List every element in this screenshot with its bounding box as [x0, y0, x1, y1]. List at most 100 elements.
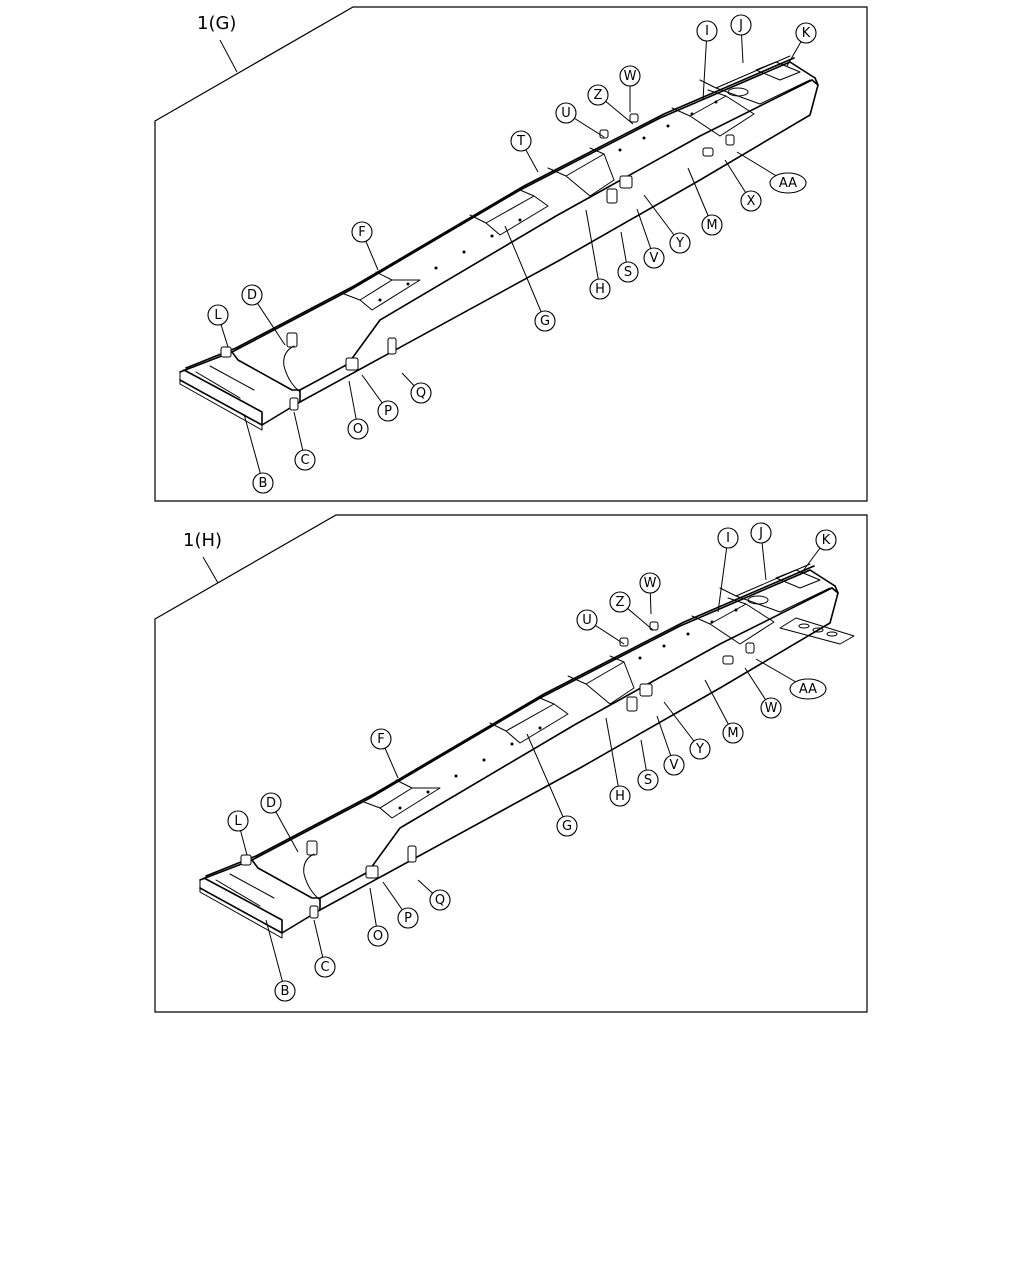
callout-bubble: [370, 728, 392, 750]
callout-t: T: [510, 130, 539, 173]
callout-bubble: [740, 190, 762, 212]
callout-label: L: [234, 814, 242, 829]
callout-bubble: [750, 522, 772, 544]
callout-bubble: [795, 22, 817, 44]
callout-label: G: [540, 314, 550, 329]
callout-bubble: [556, 815, 578, 837]
callout-bubble: [351, 221, 373, 243]
callout-label: Y: [695, 742, 704, 757]
callout-label: B: [281, 984, 290, 999]
callout-bubble: [252, 472, 274, 494]
callout-bubble: [617, 261, 639, 283]
callout-bubble: [367, 925, 389, 947]
callout-label: H: [615, 789, 625, 804]
callout-bubble: [637, 769, 659, 791]
callout-z: Z: [609, 591, 654, 631]
callout-label: J: [758, 526, 763, 541]
callout-l: L: [227, 810, 249, 856]
callout-c: C: [313, 919, 336, 978]
callout-x: X: [724, 159, 762, 212]
callout-label: V: [650, 251, 659, 266]
callout-label: Y: [675, 236, 684, 251]
callout-label: H: [595, 282, 605, 297]
chassis-frame-drawing: [199, 563, 855, 939]
callout-h: H: [605, 717, 631, 807]
callout-bubble: [241, 284, 263, 306]
callout-b: B: [265, 919, 296, 1002]
callout-label: AA: [799, 682, 817, 697]
callout-bubble: [696, 20, 718, 42]
callout-k: K: [786, 22, 817, 67]
callout-label: W: [624, 69, 637, 84]
callout-w: W: [744, 667, 782, 719]
callout-bubble: [576, 609, 598, 631]
callout-label: F: [358, 225, 365, 240]
callout-label: Q: [435, 893, 445, 908]
callout-z: Z: [587, 84, 634, 125]
leader-line: [605, 717, 621, 797]
callout-label: V: [670, 758, 679, 773]
callout-label: O: [373, 929, 383, 944]
callout-label: U: [561, 106, 571, 121]
callout-h: H: [585, 209, 611, 300]
callout-label: S: [624, 265, 632, 280]
callout-bubble: [619, 65, 641, 87]
panel-title: 1(H): [183, 530, 222, 551]
callout-bubble: [730, 14, 752, 36]
callout-aa: AA: [755, 658, 827, 700]
callout-l: L: [207, 304, 229, 348]
callout-label: L: [214, 308, 222, 323]
callout-label: P: [404, 911, 412, 926]
callout-w: W: [639, 572, 661, 615]
callout-u: U: [576, 609, 625, 645]
callout-bubble: [669, 232, 691, 254]
callout-m: M: [687, 167, 723, 236]
callout-f: F: [370, 728, 399, 779]
callout-bubble: [789, 678, 827, 700]
callout-bubble: [294, 449, 316, 471]
callout-p: P: [382, 881, 419, 929]
callout-bubble: [534, 310, 556, 332]
leader-line: [265, 919, 286, 992]
callout-label: W: [644, 576, 657, 591]
callout-aa: AA: [736, 151, 807, 194]
callout-label: U: [582, 613, 592, 628]
callout-bubble: [260, 792, 282, 814]
callout-bubble: [639, 572, 661, 594]
callout-bubble: [429, 889, 451, 911]
callout-label: M: [727, 726, 738, 741]
callout-bubble: [207, 304, 229, 326]
callout-bubble: [760, 697, 782, 719]
callout-s: S: [617, 231, 639, 283]
callout-label: G: [562, 819, 572, 834]
leader-line: [702, 30, 708, 101]
callout-y: Y: [643, 194, 691, 254]
callout-label: P: [384, 404, 392, 419]
callout-g: G: [504, 225, 556, 332]
callout-label: X: [747, 194, 756, 209]
callout-label: I: [705, 24, 709, 39]
panel-border: [154, 6, 868, 502]
callout-bubble: [274, 980, 296, 1002]
callout-i: I: [696, 20, 718, 101]
callout-bubble: [555, 102, 577, 124]
callout-i: I: [717, 527, 739, 613]
callout-label: F: [377, 732, 384, 747]
callout-s: S: [637, 739, 659, 791]
callout-bubble: [663, 754, 685, 776]
callout-v: V: [636, 208, 665, 269]
callout-bubble: [769, 172, 807, 194]
callout-bubble: [314, 956, 336, 978]
callout-label: B: [259, 476, 268, 491]
callout-v: V: [656, 715, 685, 776]
callout-d: D: [260, 792, 299, 853]
panel-border: [154, 514, 868, 1013]
callout-bubble: [717, 527, 739, 549]
callout-label: S: [644, 773, 652, 788]
callout-bubble: [722, 722, 744, 744]
callout-q: Q: [401, 372, 432, 404]
chassis-frame-drawing: [179, 55, 819, 431]
callout-label: K: [822, 533, 831, 548]
